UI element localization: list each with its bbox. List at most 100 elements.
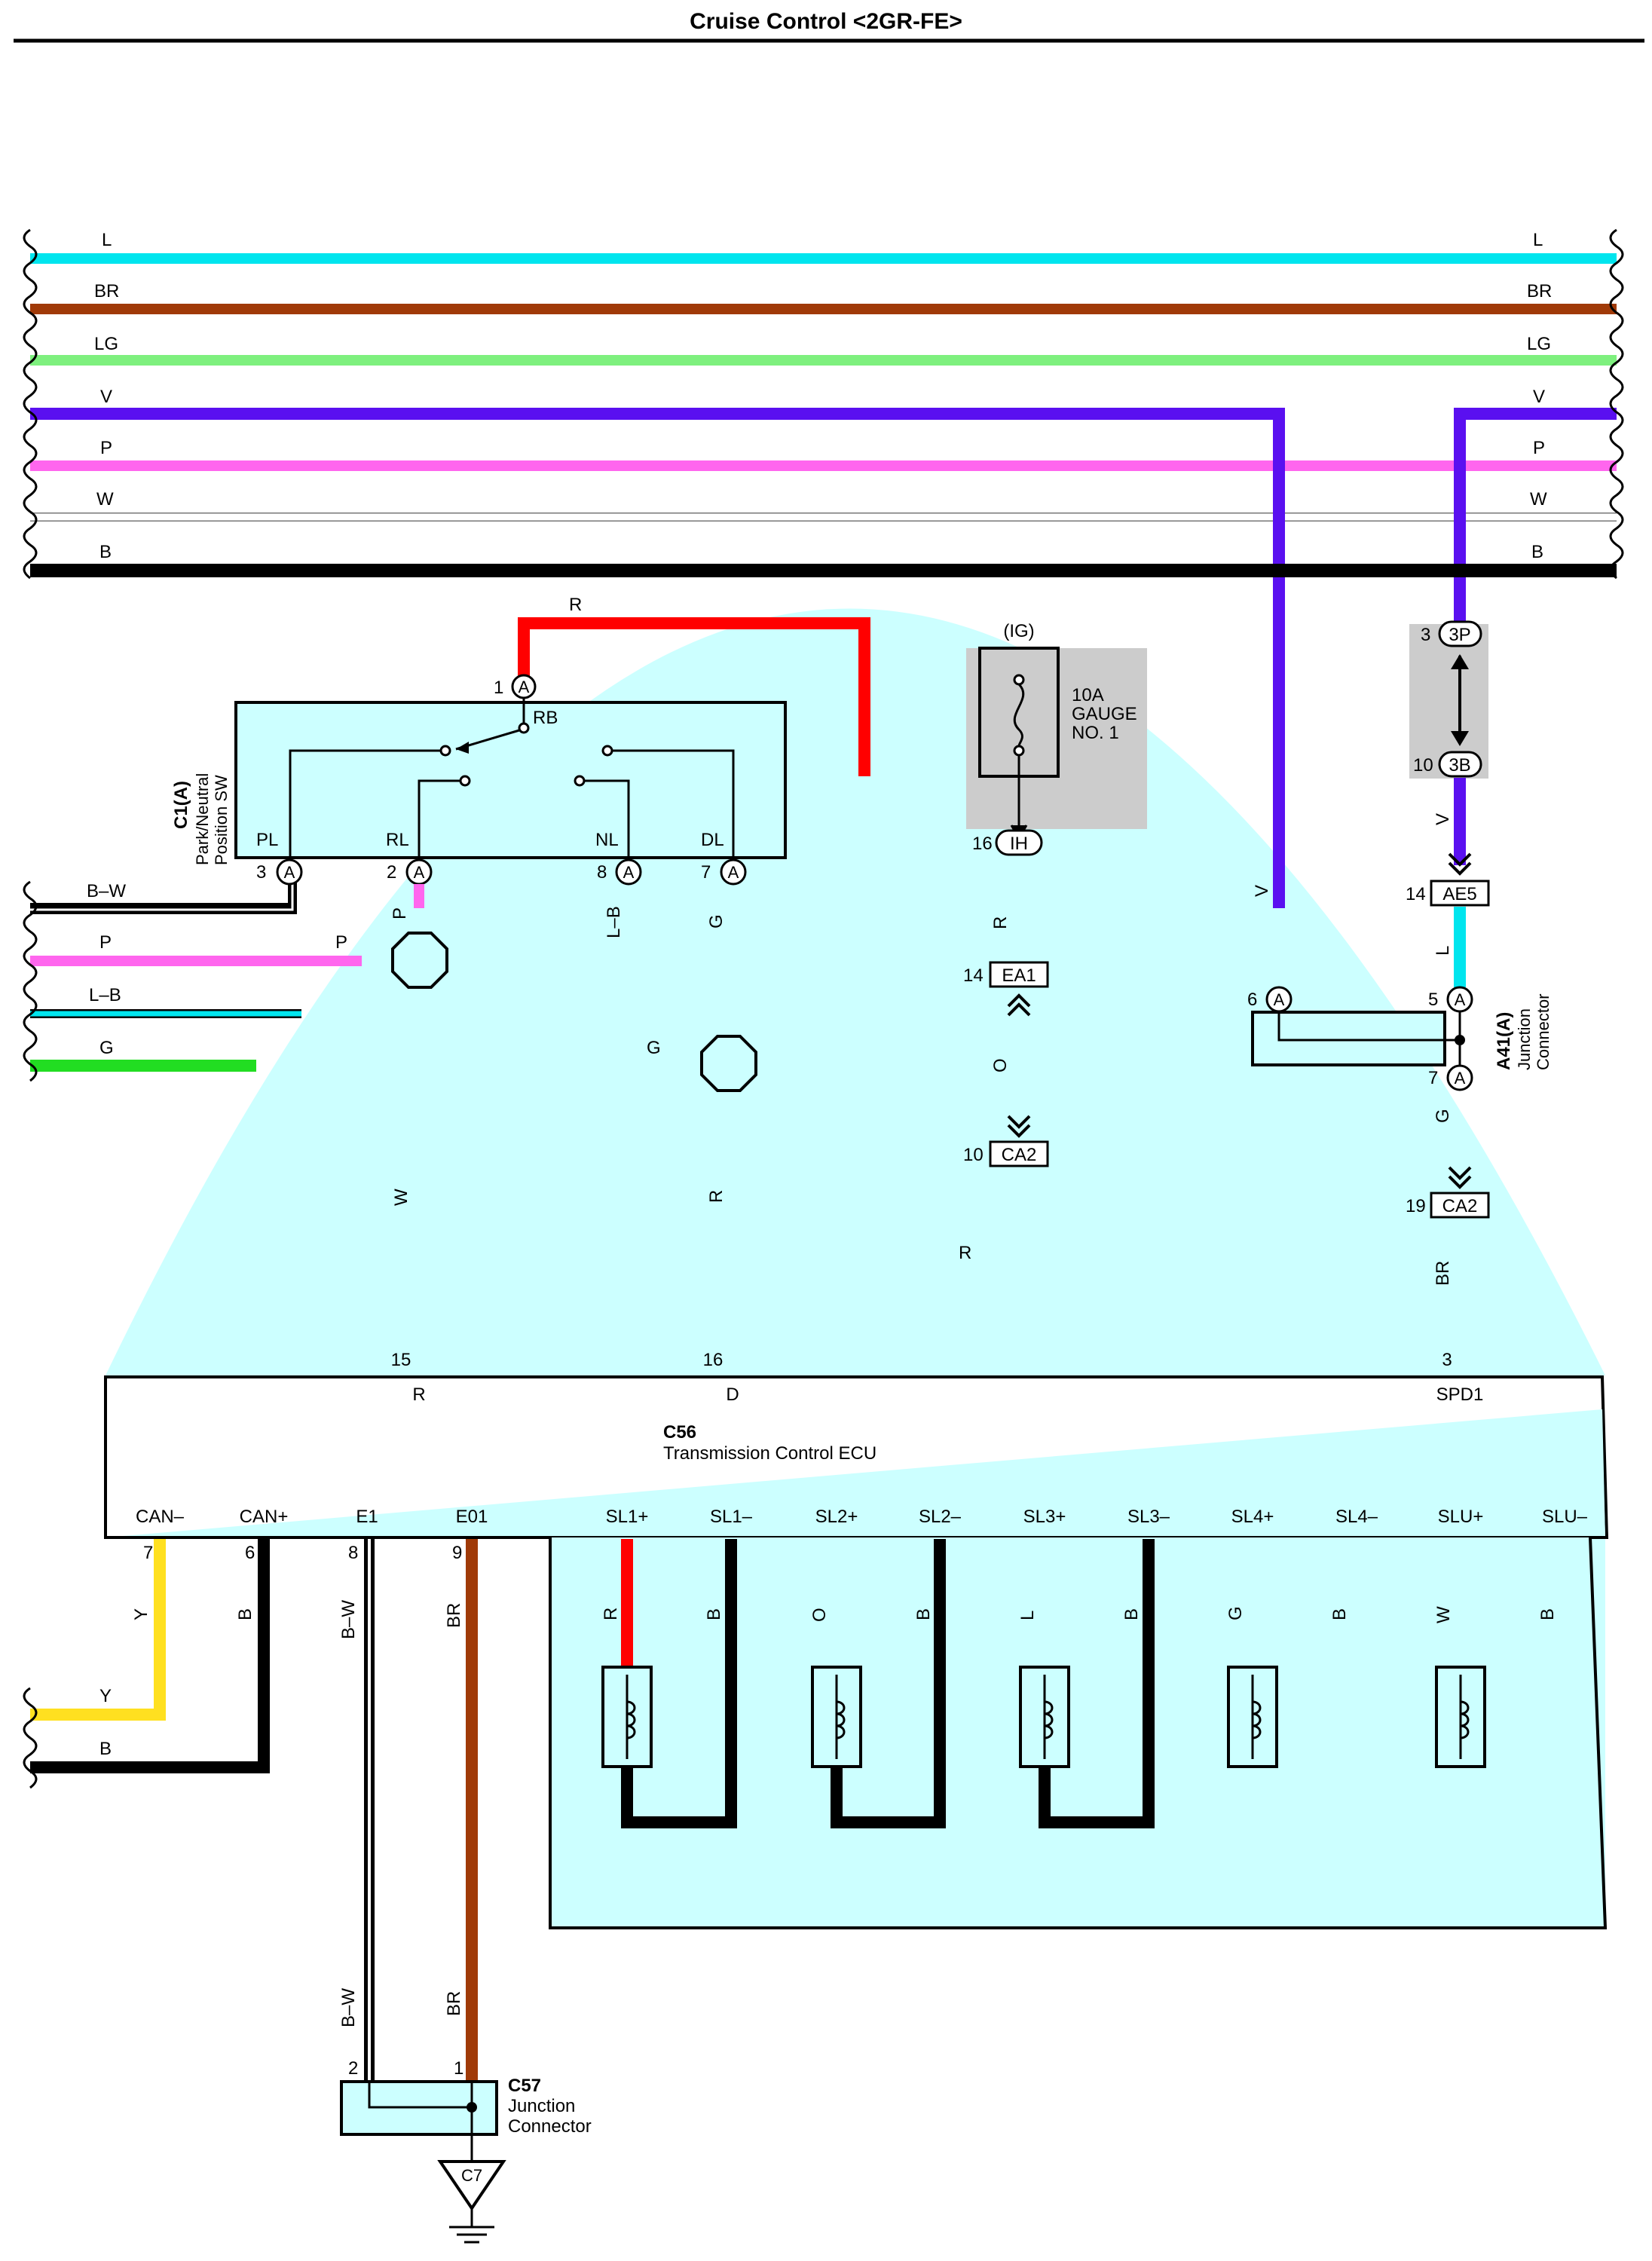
svg-text:NO. 1: NO. 1 <box>1072 723 1119 743</box>
svg-text:R: R <box>569 595 582 615</box>
svg-text:E01: E01 <box>456 1507 488 1527</box>
svg-text:16: 16 <box>972 834 993 854</box>
left-wire-bw: B–W <box>30 874 297 914</box>
svg-text:R: R <box>412 1384 425 1405</box>
svg-text:B–W: B–W <box>338 1600 359 1639</box>
svg-text:Y: Y <box>99 1686 112 1706</box>
ground-c7-icon: C7 <box>437 2160 506 2244</box>
transmission-control-ecu: 15 R 16 D 3 SPD1 C56 Transmission Contro… <box>104 1350 1609 1563</box>
svg-text:B–W: B–W <box>338 1988 359 2027</box>
svg-text:C7: C7 <box>461 2166 482 2185</box>
solenoid-sl3 <box>1019 1539 1155 1828</box>
svg-text:10A: 10A <box>1072 685 1104 705</box>
svg-text:Junction: Junction <box>1515 1008 1534 1070</box>
left-wire-p: P P <box>30 932 362 966</box>
svg-text:5: 5 <box>1428 990 1438 1010</box>
svg-text:10: 10 <box>963 1145 984 1165</box>
svg-text:3: 3 <box>1421 625 1430 645</box>
wire-can-plus: B B <box>30 1539 270 1773</box>
bus-wire-b: B B <box>30 542 1617 577</box>
svg-text:A: A <box>1455 990 1466 1009</box>
label-w-mid: W <box>391 1189 411 1206</box>
splice-octagon-center <box>700 1035 757 1092</box>
label-sl2plus-wire: O <box>809 1608 830 1622</box>
svg-text:SPD1: SPD1 <box>1436 1384 1484 1405</box>
svg-text:16: 16 <box>703 1350 724 1370</box>
left-wire-g: G <box>30 1038 256 1072</box>
svg-text:Connector: Connector <box>1534 993 1553 1070</box>
svg-text:CAN+: CAN+ <box>240 1507 289 1527</box>
label-sl3minus-wire: B <box>1121 1608 1142 1620</box>
page-title: Cruise Control <2GR-FE> <box>690 9 962 34</box>
left-wires-cut <box>23 880 38 1082</box>
park-neutral-switch: R A 1 RB PL RL NL DL A 3 A 2 A 8 A 7 <box>30 595 870 908</box>
label-sl1minus-wire: B <box>704 1608 724 1620</box>
splice-octagon-left <box>391 932 448 989</box>
svg-text:C56: C56 <box>663 1422 696 1443</box>
label-nl-wire: L–B <box>604 906 624 938</box>
svg-text:Park/Neutral: Park/Neutral <box>193 773 212 865</box>
bus-wire-br: BR BR <box>30 281 1617 314</box>
label-sl4plus-wire: G <box>1225 1606 1246 1620</box>
svg-text:8: 8 <box>597 862 607 883</box>
svg-text:PL: PL <box>256 830 278 850</box>
svg-text:W: W <box>1530 489 1547 509</box>
svg-text:DL: DL <box>701 830 724 850</box>
svg-text:C57: C57 <box>508 2076 541 2096</box>
svg-text:P: P <box>100 438 112 458</box>
bus-wire-l: L L <box>30 230 1617 264</box>
svg-text:6: 6 <box>245 1543 255 1563</box>
svg-text:SLU+: SLU+ <box>1438 1507 1484 1527</box>
junction-connector-c57: 2 1 C57 Junction Connector <box>340 2058 592 2162</box>
label-sl4minus-wire: B <box>1329 1608 1350 1620</box>
connector-ih: IH 16 <box>972 829 1043 856</box>
svg-text:3: 3 <box>256 862 266 883</box>
svg-text:3B: 3B <box>1449 755 1470 776</box>
svg-text:(IG): (IG) <box>1003 621 1034 641</box>
solenoid-slu <box>1435 1666 1486 1768</box>
svg-text:NL: NL <box>595 830 619 850</box>
svg-text:6: 6 <box>1247 990 1257 1010</box>
svg-text:14: 14 <box>963 965 984 986</box>
svg-text:8: 8 <box>348 1543 358 1563</box>
svg-text:SL1–: SL1– <box>710 1507 753 1527</box>
svg-text:19: 19 <box>1406 1196 1426 1216</box>
svg-text:7: 7 <box>143 1543 153 1563</box>
wire-can-minus: Y Y <box>30 1539 166 1721</box>
svg-text:1: 1 <box>454 2058 463 2079</box>
label-sl2minus-wire: B <box>913 1608 934 1620</box>
svg-text:D: D <box>726 1384 739 1405</box>
svg-text:IH: IH <box>1010 834 1028 854</box>
svg-text:B–W: B–W <box>87 881 126 901</box>
left-wire-lb: L–B <box>30 985 301 1018</box>
svg-text:P: P <box>335 932 347 953</box>
svg-text:C1(A): C1(A) <box>171 781 191 829</box>
svg-text:BR: BR <box>444 1991 464 2016</box>
svg-text:Y: Y <box>131 1608 151 1620</box>
svg-text:L: L <box>1533 230 1543 250</box>
svg-text:L–B: L–B <box>89 985 121 1005</box>
svg-text:B: B <box>1531 542 1543 562</box>
connector-ca2-left: CA2 10 <box>963 1115 1049 1167</box>
junction-connector-a41: A 6 A 5 A 7 A41(A) Junction Connector <box>1247 986 1553 1091</box>
svg-text:SL1+: SL1+ <box>606 1507 649 1527</box>
svg-text:2: 2 <box>348 2058 358 2079</box>
svg-text:RL: RL <box>386 830 409 850</box>
svg-text:LG: LG <box>94 334 118 354</box>
connector-ae5: AE5 14 <box>1406 852 1490 907</box>
connector-ea1: EA1 14 <box>963 961 1049 1017</box>
label-ih-wire: R <box>990 916 1011 929</box>
svg-text:EA1: EA1 <box>1002 965 1036 986</box>
svg-text:Transmission Control ECU: Transmission Control ECU <box>663 1443 876 1464</box>
svg-text:3: 3 <box>1442 1350 1452 1370</box>
label-v-mid: V <box>1252 885 1272 897</box>
svg-text:SL2+: SL2+ <box>815 1507 858 1527</box>
svg-text:SL4+: SL4+ <box>1231 1507 1274 1527</box>
switch-red-wire <box>518 617 870 776</box>
svg-text:14: 14 <box>1406 884 1426 904</box>
solenoid-sl4 <box>1227 1666 1278 1768</box>
svg-text:15: 15 <box>391 1350 411 1370</box>
svg-text:A: A <box>1274 990 1285 1009</box>
svg-text:SL4–: SL4– <box>1335 1507 1378 1527</box>
connector-3p-3b: 3P 3 3B 10 <box>1413 620 1482 778</box>
